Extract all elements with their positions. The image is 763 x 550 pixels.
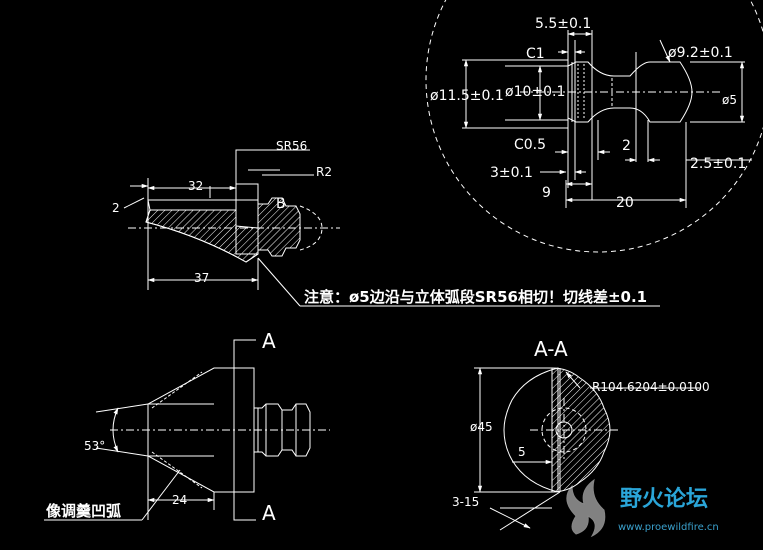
section-mark-bottom: A xyxy=(262,501,276,525)
dim-53-deg: 53° xyxy=(84,439,105,453)
watermark-url: www.proewildfire.cn xyxy=(618,522,719,533)
detail-view-labels: 5.5±0.1 C1 ø9.2±0.1 ø11.5±0.1 ø10±0.1 ø5… xyxy=(430,16,746,211)
dim-dia-9-2: ø9.2±0.1 xyxy=(668,45,733,61)
section-view-labels: A-A R104.6204±0.0100 ø45 5 3-15 xyxy=(452,337,710,509)
dim-3: 3±0.1 xyxy=(490,165,533,181)
dim-sr56: SR56 xyxy=(276,139,307,153)
dim-dia-45: ø45 xyxy=(470,420,493,434)
detail-circle xyxy=(425,0,763,253)
side-view xyxy=(123,149,340,290)
front-view-labels: A A 53° 24 像调羹凹弧 xyxy=(46,329,276,525)
dim-2: 2 xyxy=(622,138,631,154)
dim-dia-11-5: ø11.5±0.1 xyxy=(430,88,504,104)
dim-side-2: 2 xyxy=(112,201,120,215)
front-view xyxy=(44,339,330,521)
note-leader xyxy=(257,257,301,307)
section-outline xyxy=(503,367,559,493)
dim-c0-5: C0.5 xyxy=(514,137,546,153)
dim-5-5: 5.5±0.1 xyxy=(535,16,591,32)
dim-r104: R104.6204±0.0100 xyxy=(592,380,710,394)
dim-3-15: 3-15 xyxy=(452,495,479,509)
watermark-logo: 野火论坛 www.proewildfire.cn xyxy=(566,478,719,538)
dim-c1: C1 xyxy=(526,46,545,62)
flame-logo-icon xyxy=(566,478,606,538)
dim-24: 24 xyxy=(172,493,187,507)
detail-view xyxy=(425,0,763,253)
dim-dia-10: ø10±0.1 xyxy=(505,84,565,100)
spoon-arc-caption: 像调羹凹弧 xyxy=(46,502,121,520)
section-view xyxy=(474,367,700,531)
dim-2-5: 2.5±0.1 xyxy=(690,156,746,172)
watermark-name: 野火论坛 xyxy=(620,486,708,512)
dim-37: 37 xyxy=(194,271,209,285)
note-text: 注意：ø5边沿与立体弧段SR56相切！切线差±0.1 xyxy=(304,288,647,306)
section-mark-top: A xyxy=(262,329,276,353)
side-view-labels: SR56 R2 B 2 32 37 xyxy=(112,139,332,285)
dim-20: 20 xyxy=(616,195,634,211)
dim-5: 5 xyxy=(518,445,526,459)
dim-32: 32 xyxy=(188,179,203,193)
section-title: A-A xyxy=(534,337,568,361)
dim-9: 9 xyxy=(542,185,551,201)
side-pin xyxy=(258,197,301,257)
dim-r2: R2 xyxy=(316,165,332,179)
label-b: B xyxy=(276,196,286,212)
dim-dia-5: ø5 xyxy=(722,93,737,107)
